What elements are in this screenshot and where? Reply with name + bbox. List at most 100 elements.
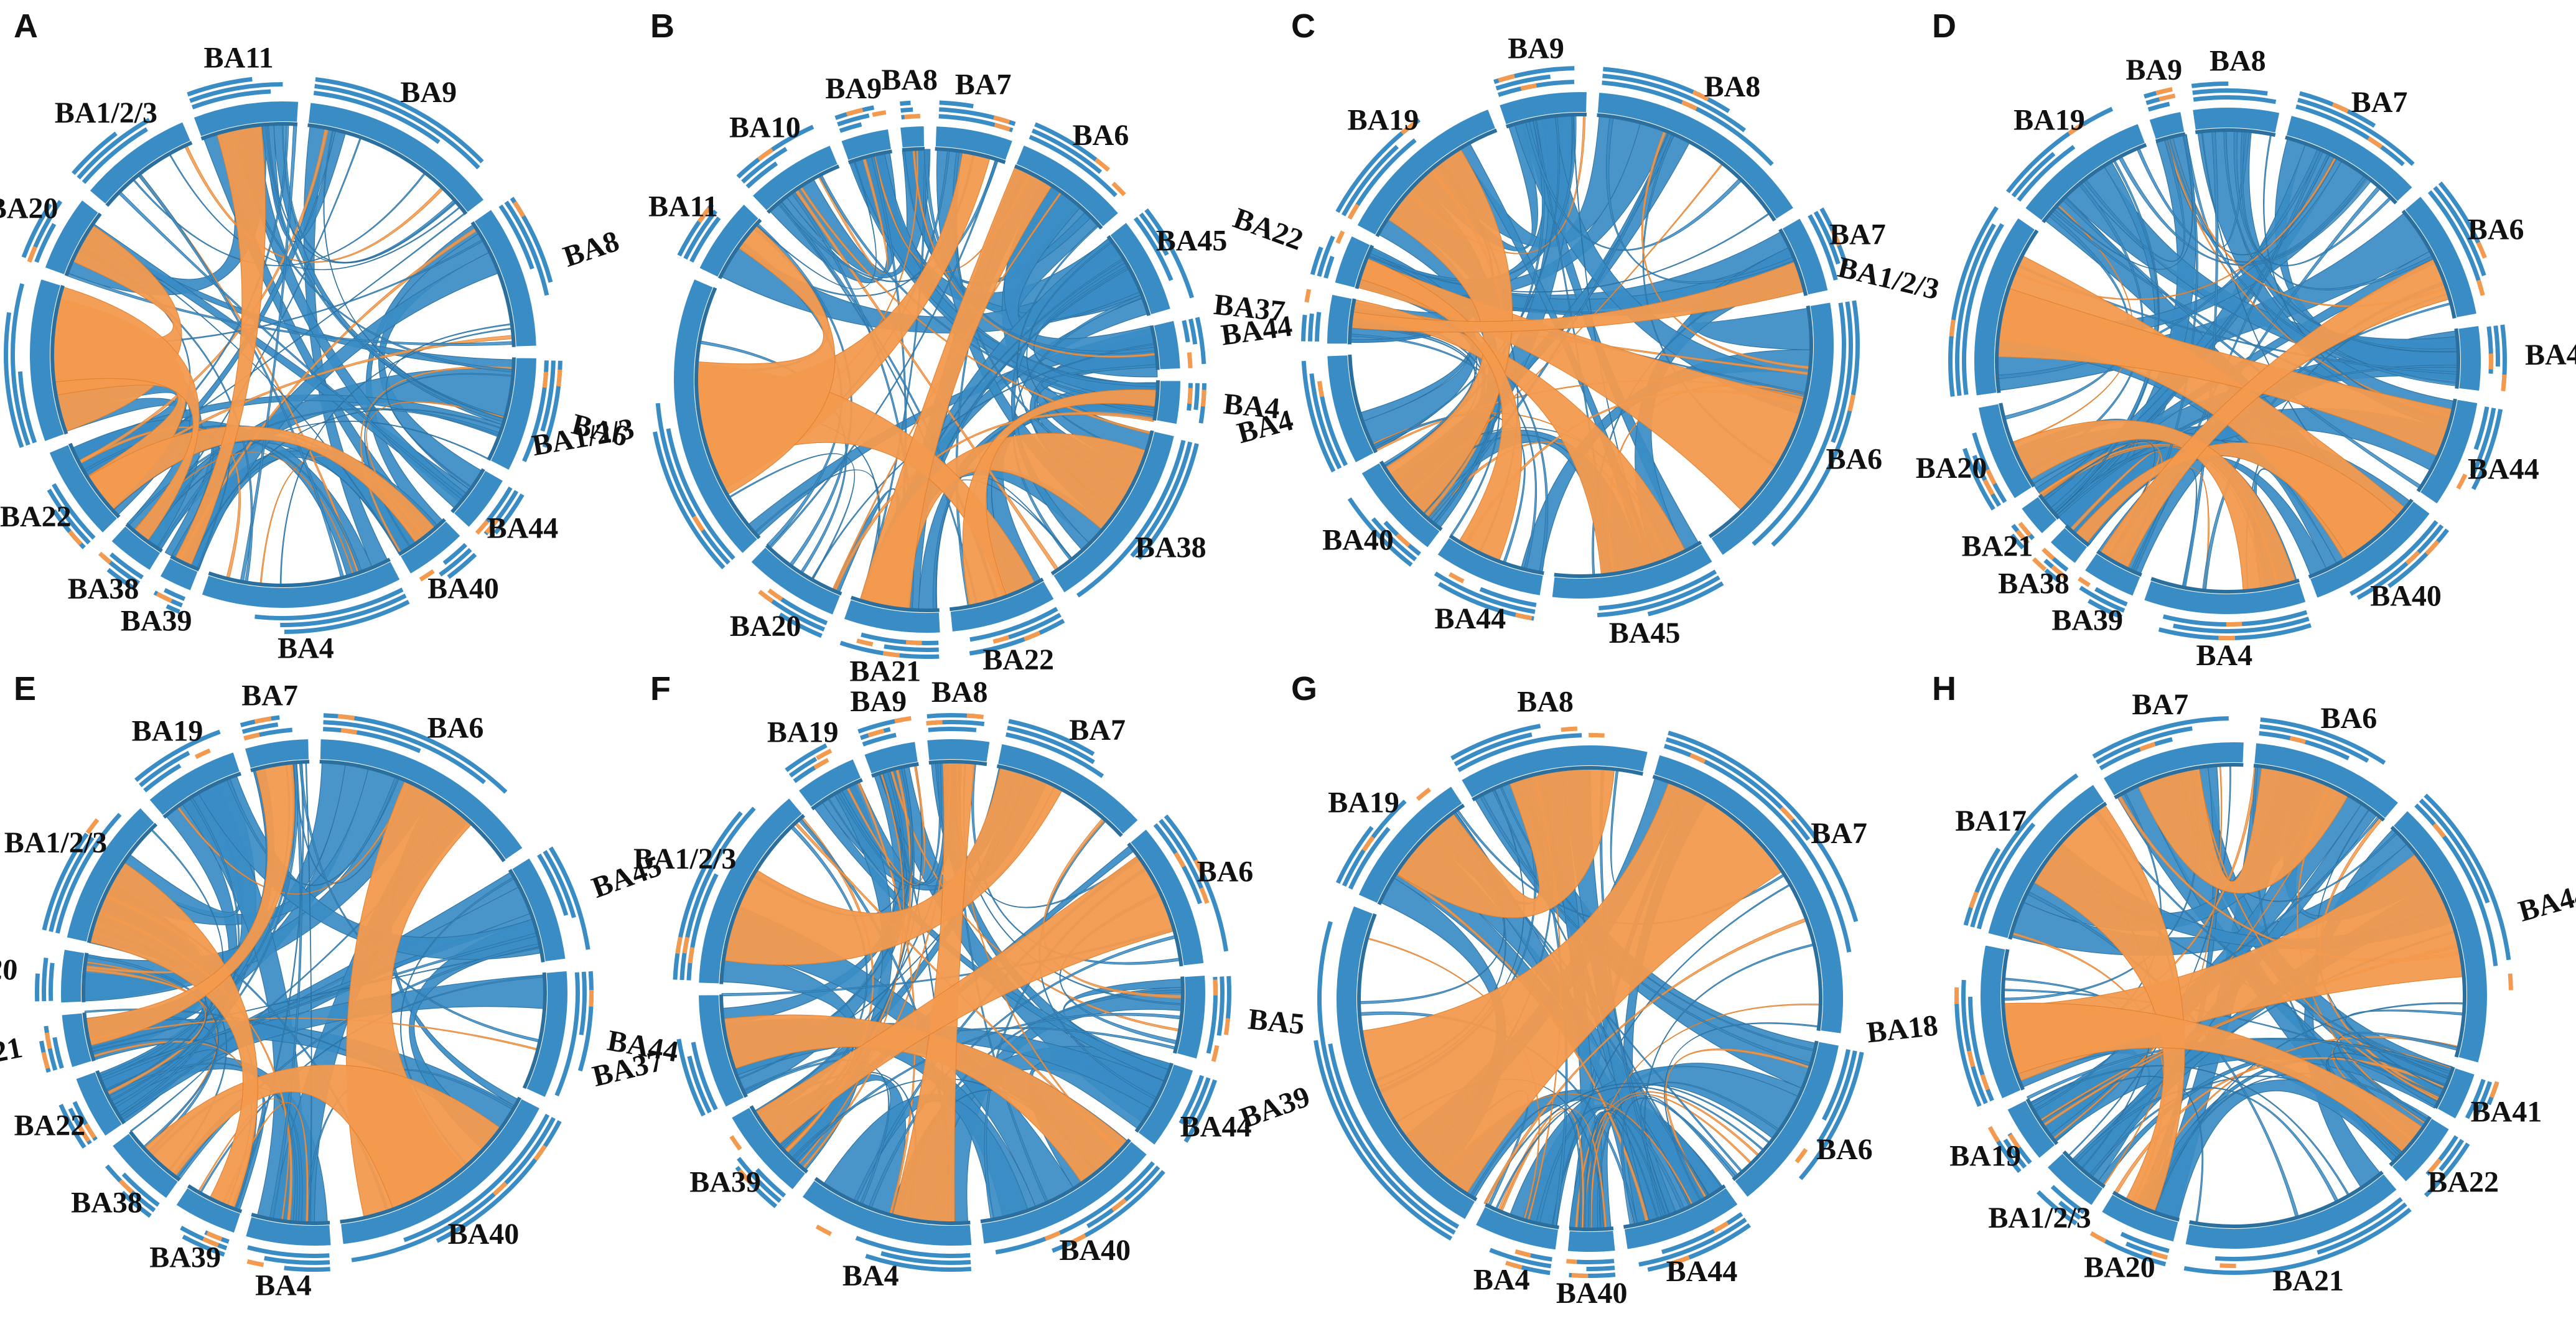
- outer-track-bar: [2191, 82, 2229, 88]
- region-label: BA1/2/3: [1988, 1201, 2091, 1234]
- outer-track-bar: [1962, 447, 1995, 511]
- outer-track-bar: [247, 1245, 330, 1258]
- outer-track-bar: [1183, 1079, 1217, 1143]
- outer-track-bar: [1968, 997, 1994, 1102]
- region-label: BA22: [0, 500, 72, 533]
- outer-track-highlight: [1571, 1273, 1589, 1278]
- outer-track-highlight: [2219, 1263, 2236, 1268]
- region-label: BA4: [842, 1259, 899, 1292]
- outer-track-highlight: [1361, 836, 1375, 852]
- outer-track-bar: [48, 963, 55, 1001]
- outer-track-bar: [27, 200, 63, 261]
- outer-track-bar: [2260, 717, 2386, 765]
- outer-track-highlight: [882, 651, 900, 658]
- outer-track-bar: [2317, 1202, 2407, 1255]
- region-arc: [1498, 91, 1588, 126]
- outer-track-bar: [1479, 587, 1537, 607]
- outer-track-highlight: [992, 635, 1010, 644]
- outer-track-highlight: [815, 1224, 833, 1236]
- region-arc-inner: [128, 1131, 181, 1182]
- region-arc-inner: [2096, 549, 2142, 577]
- outer-track-bar: [755, 1168, 786, 1198]
- chord-ribbons: [721, 762, 1183, 1223]
- chord-ribbons: [1359, 768, 1821, 1229]
- region-arc-inner: [1355, 245, 1374, 289]
- outer-track-highlight: [1111, 181, 1126, 197]
- outer-track-bar: [1309, 373, 1342, 470]
- outer-track-highlight: [1689, 753, 1706, 764]
- outer-track-bar: [2493, 325, 2501, 367]
- outer-track-bar: [1139, 212, 1169, 256]
- outer-track-bar: [2295, 104, 2405, 167]
- outer-track-bar: [543, 850, 576, 918]
- outer-track-bar: [2036, 1190, 2078, 1226]
- outer-track-bar: [2356, 524, 2444, 600]
- outer-track-bar: [2094, 587, 2128, 607]
- outer-track-bar: [72, 131, 118, 175]
- region-arc-inner: [950, 577, 1044, 612]
- outer-track-highlight: [2042, 548, 2055, 561]
- outer-track-bar: [1489, 1248, 1552, 1269]
- ideogram-ring: [673, 713, 1231, 1272]
- outer-track-highlight: [757, 147, 774, 161]
- outer-track-bar: [1450, 724, 1541, 760]
- outer-track-bar: [2003, 1138, 2027, 1169]
- outer-track-highlight: [2051, 565, 2066, 579]
- outer-track-bar: [884, 644, 939, 653]
- outer-track-bar: [741, 147, 788, 184]
- outer-track-bar: [2438, 1139, 2465, 1172]
- region-label: BA38: [1998, 567, 2070, 600]
- region-label: BA37: [589, 1044, 666, 1093]
- region-label: BA20: [1916, 452, 1987, 485]
- region-label: BA6: [1197, 856, 1254, 889]
- outer-track-bar: [666, 428, 735, 561]
- outer-track-bar: [1808, 214, 1838, 281]
- outer-track-highlight: [1514, 1249, 1531, 1258]
- outer-track-bar: [284, 599, 410, 634]
- region-label: BA7: [2132, 688, 2188, 721]
- chord-ribbons: [83, 762, 545, 1223]
- outer-track-bar: [1948, 206, 1999, 397]
- outer-track-bar: [254, 587, 404, 620]
- outer-track-highlight: [337, 714, 355, 721]
- outer-track-highlight: [1193, 859, 1205, 876]
- region-label: BA4: [255, 1269, 312, 1302]
- outer-track-bar: [442, 543, 467, 566]
- outer-track-bar: [1434, 571, 1536, 614]
- outer-track-bar: [548, 846, 590, 950]
- outer-track-bar: [857, 717, 903, 734]
- outer-track-bar: [2050, 1185, 2086, 1215]
- region-arc-inner: [1472, 766, 1644, 801]
- outer-track-bar: [522, 360, 549, 462]
- outer-track-bar: [1006, 732, 1104, 778]
- region-label: BA39: [121, 604, 192, 637]
- outer-track-highlight: [867, 729, 885, 738]
- region-label: BA7: [1069, 714, 1126, 747]
- region-arc-inner: [2454, 328, 2460, 389]
- region-arc: [2457, 324, 2482, 393]
- region-label: BA4: [1473, 1264, 1530, 1297]
- outer-track-highlight: [894, 716, 912, 724]
- outer-track-bar: [1008, 719, 1095, 757]
- outer-track-highlight: [1304, 289, 1312, 303]
- outer-track-bar: [928, 727, 977, 732]
- panel-letter-d: D: [1932, 7, 1956, 45]
- outer-track-bar: [313, 90, 441, 144]
- outer-track-bar: [504, 200, 549, 296]
- region-arc-inner: [1623, 1184, 1726, 1229]
- region-arc-inner: [1014, 164, 1103, 230]
- outer-track-bar: [1602, 73, 1747, 133]
- outer-track-highlight: [2218, 635, 2236, 640]
- outer-track-bar: [447, 553, 477, 579]
- outer-track-bar: [1816, 1050, 1857, 1144]
- outer-track-highlight: [2508, 973, 2513, 991]
- panel-letter-g: G: [1291, 670, 1317, 707]
- outer-track-bar: [1164, 814, 1229, 952]
- outer-track-bar: [109, 552, 144, 580]
- region-arc-inner: [2112, 1190, 2180, 1222]
- region-arc-inner: [487, 357, 516, 461]
- region-label: BA19: [2014, 103, 2085, 136]
- region-arc-inner: [2025, 1098, 2059, 1145]
